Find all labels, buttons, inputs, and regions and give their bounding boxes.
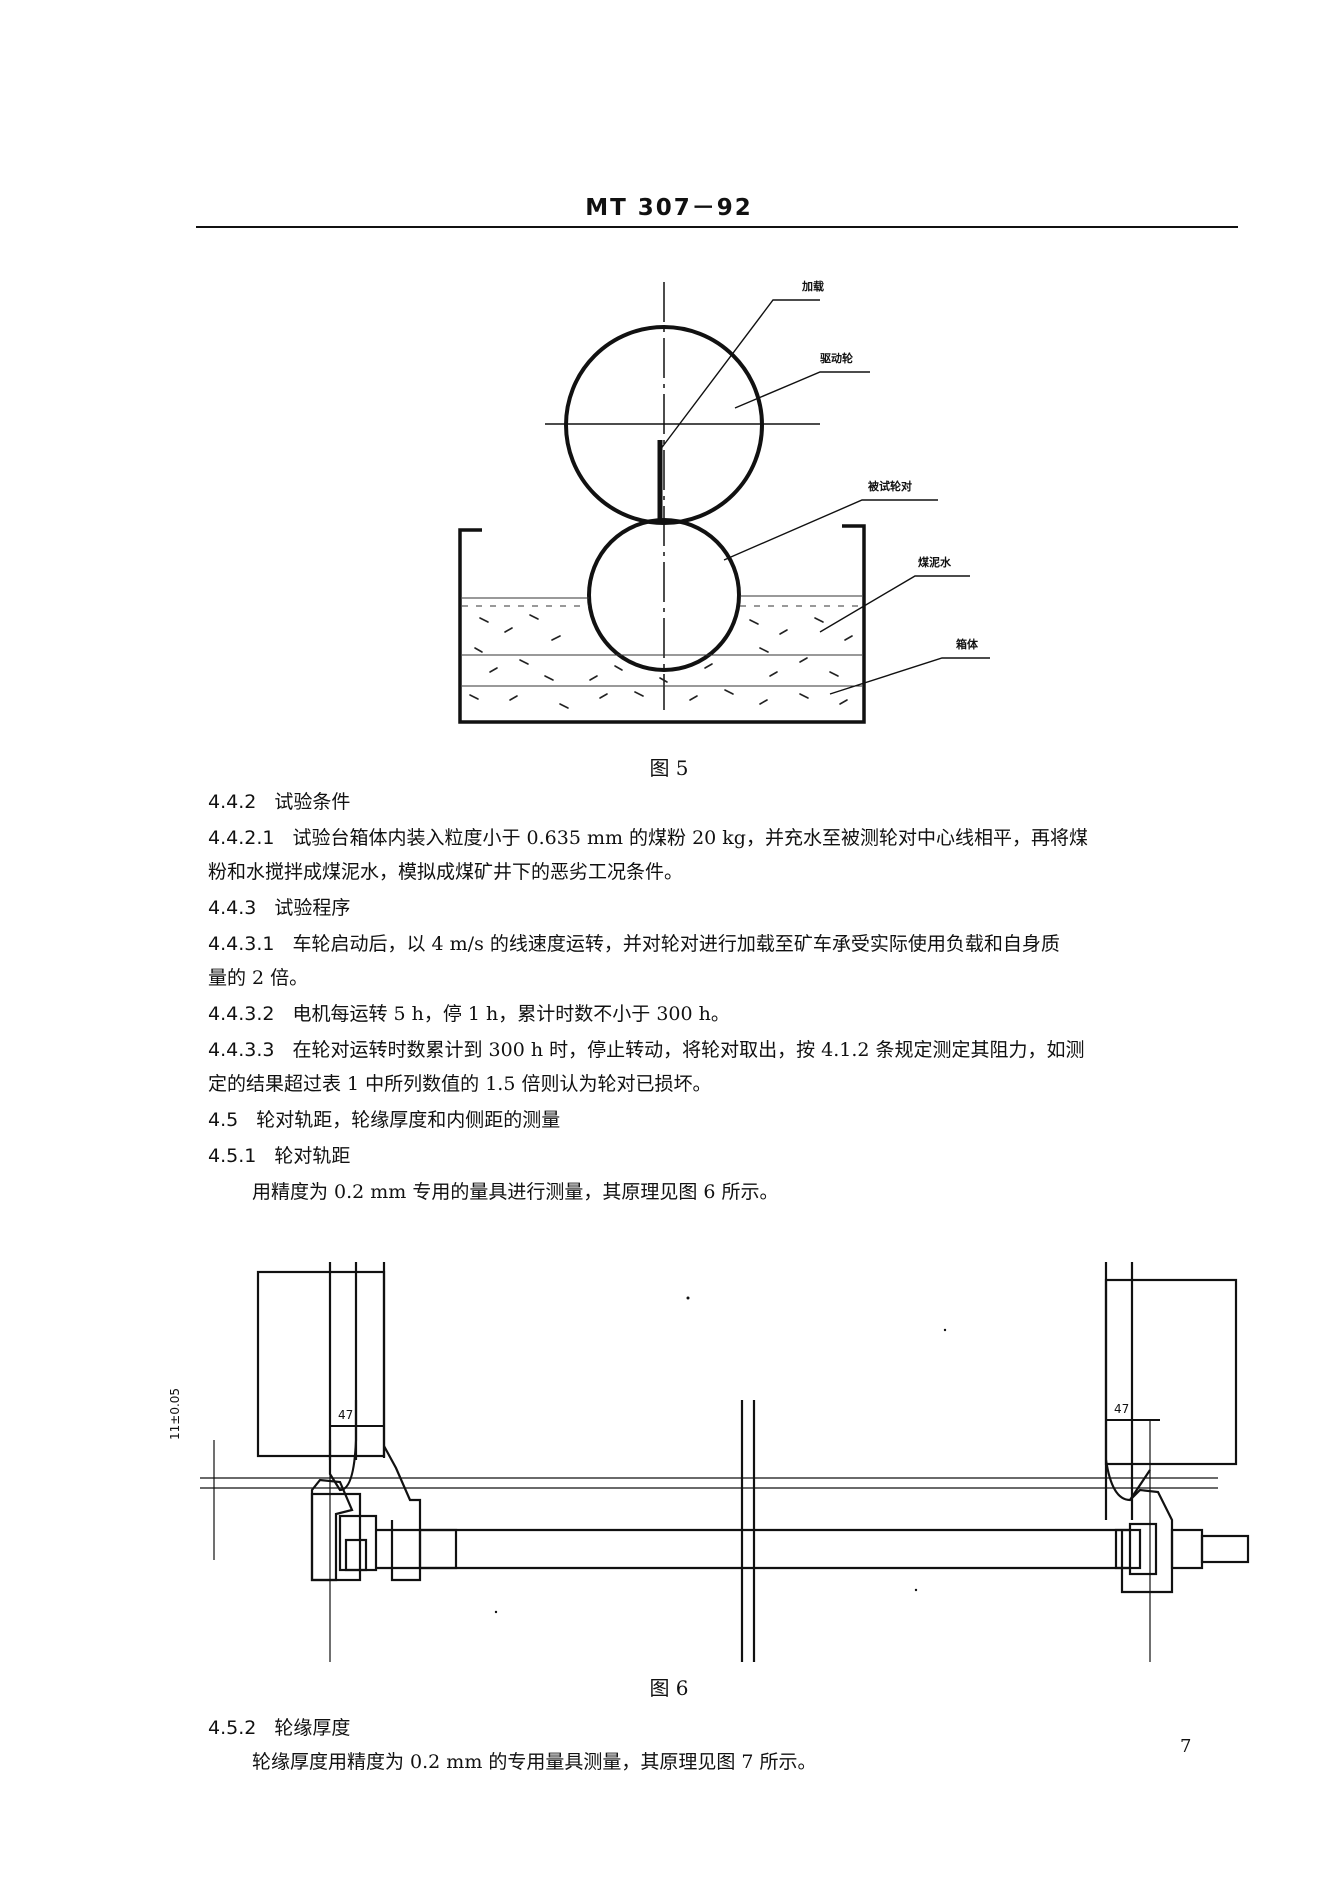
dim-left-47: 47 (338, 1408, 354, 1422)
clause-4-4-3-3-cont: 定的结果超过表 1 中所列数值的 1.5 倍则认为轮对已损坏。 (208, 1073, 712, 1095)
clause-4-5-2-text: 轮缘厚度用精度为 0.2 mm 的专用量具测量，其原理见图 7 所示。 (252, 1751, 817, 1773)
label-load: 加载 (802, 280, 824, 293)
dim-vertical-tolerance: 11±0.05 (168, 1387, 182, 1440)
label-coal-slurry: 煤泥水 (918, 556, 951, 569)
clause-4-5-1-text: 用精度为 0.2 mm 专用的量具进行测量，其原理见图 6 所示。 (252, 1181, 779, 1203)
figure-5 (458, 282, 990, 724)
test-wheelset (587, 518, 741, 672)
figure-6 (200, 1262, 1250, 1662)
header-rule (196, 226, 1238, 228)
clause-4-4-2-1-cont: 粉和水搅拌成煤泥水，模拟成煤矿井下的恶劣工况条件。 (208, 861, 684, 883)
label-test-wheelset: 被试轮对 (868, 480, 912, 493)
figure-5-caption: 图 5 (649, 756, 689, 780)
label-box: 箱体 (956, 638, 978, 651)
drive-wheel (564, 325, 764, 525)
box-outline (458, 524, 866, 724)
clause-4-4-3-1-cont: 量的 2 倍。 (208, 967, 309, 989)
page-number: 7 (1180, 1736, 1192, 1757)
label-drive-wheel: 驱动轮 (820, 352, 853, 365)
dim-right-47: 47 (1114, 1402, 1130, 1416)
figure-6-caption: 图 6 (649, 1676, 689, 1700)
standard-code: MT 307－92 (585, 195, 753, 221)
